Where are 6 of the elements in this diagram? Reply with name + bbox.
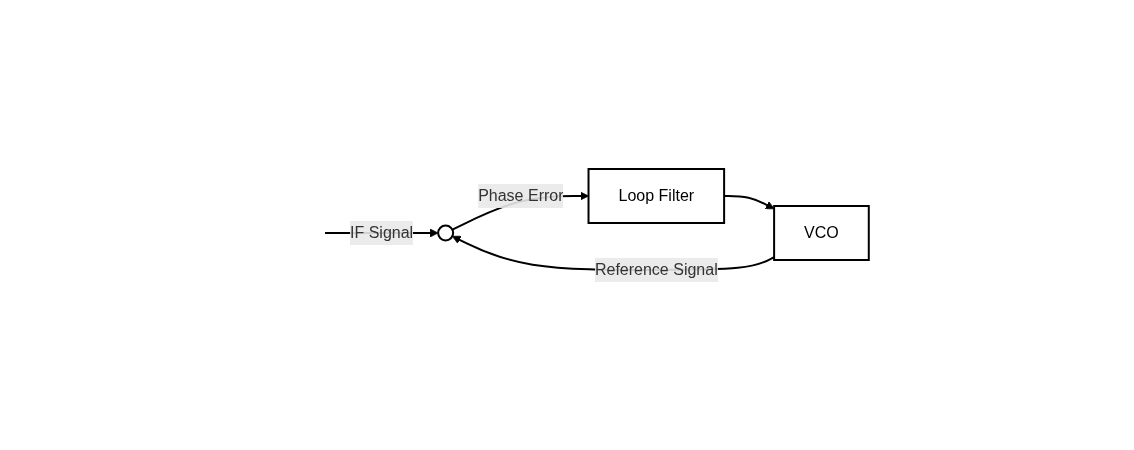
node-box: Loop Filter xyxy=(587,167,726,224)
edge-label: Reference Signal xyxy=(595,260,718,278)
node-box: VCO xyxy=(773,204,870,261)
edge-label: Phase Error xyxy=(478,186,564,204)
node-circle xyxy=(437,224,455,241)
edge-label: IF Signal xyxy=(350,223,414,241)
